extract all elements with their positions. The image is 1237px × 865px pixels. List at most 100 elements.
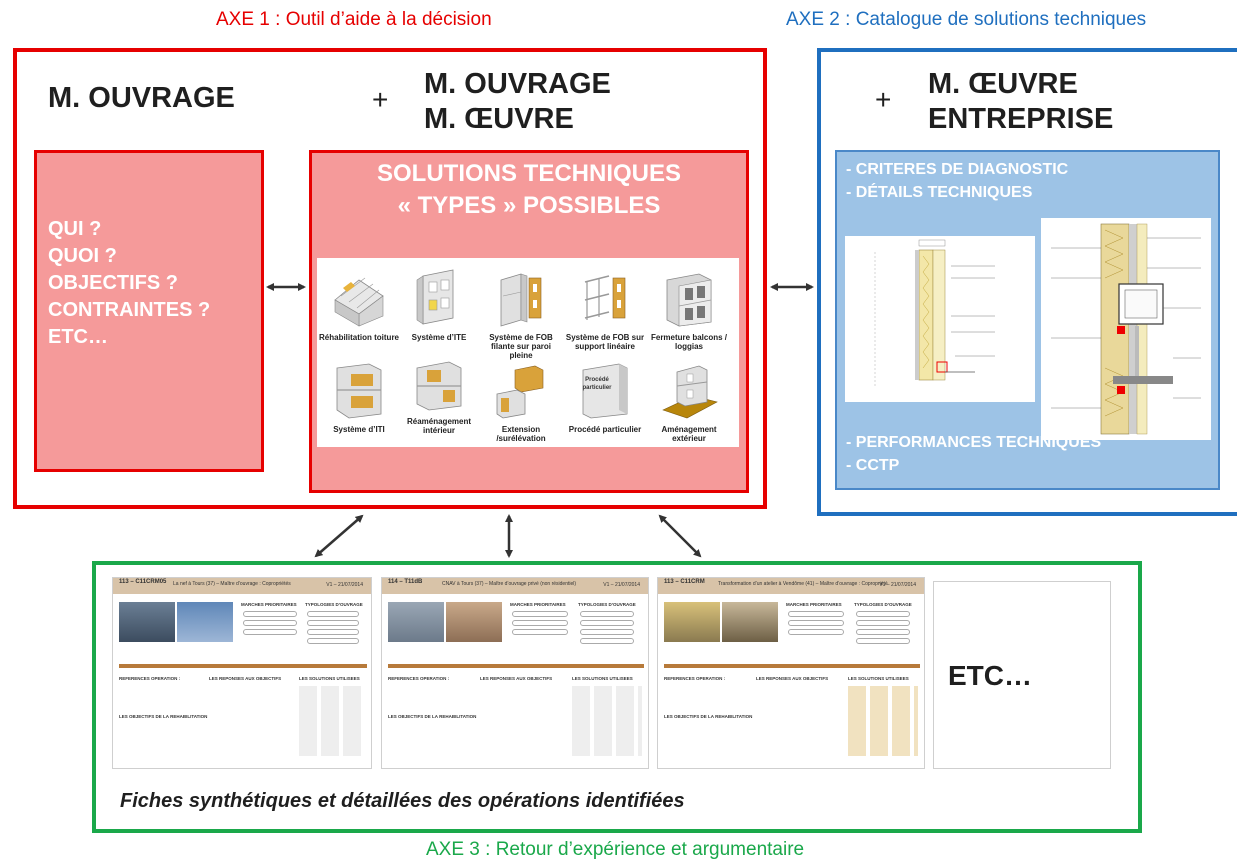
sheet-pill — [243, 611, 297, 617]
internal-insulation-icon — [336, 363, 382, 419]
solution-type-label: Réhabilitation toiture — [319, 333, 399, 342]
questions-box — [34, 150, 264, 472]
sheet-label-reponses: LES REPONSES AUX OBJECTIFS — [480, 676, 553, 681]
sheet-photo — [177, 602, 233, 642]
technical-items-bottom: - PERFORMANCES TECHNIQUES - CCTP — [846, 431, 1101, 477]
sheet-pill — [307, 620, 359, 626]
item-diagnostic-criteria: - CRITERES DE DIAGNOSTIC — [846, 161, 1069, 178]
sheet-label-objectifs: LES OBJECTIFS DE LA REHABILITATION — [388, 714, 477, 719]
more-sheets-label: ETC… — [948, 660, 1032, 691]
sheet-pill — [788, 629, 844, 635]
axe2-heading-company: ENTREPRISE — [928, 103, 1114, 135]
solution-type-label: Fermeture balcons / loggias — [650, 333, 728, 351]
item-technical-performance: - PERFORMANCES TECHNIQUES — [846, 434, 1102, 451]
solution-type-label: Extension /surélévation — [496, 425, 546, 443]
sheet-pill — [512, 611, 568, 617]
sheet-label-typologies: TYPOLOGIES D’OUVRAGE — [854, 602, 912, 607]
solution-type-roof[interactable]: Réhabilitation toiture — [319, 266, 399, 342]
sheet-pill — [580, 611, 634, 617]
solution-type-balcony[interactable]: Fermeture balcons / loggias — [649, 266, 729, 351]
sheet-photo — [446, 602, 502, 642]
axe1-heading-owner: M. OUVRAGE — [48, 82, 235, 114]
sheet-title: CNAV à Tours (37) – Maître d’ouvrage pri… — [442, 581, 577, 587]
axe3-frame — [92, 561, 1142, 833]
sheet-pill — [307, 611, 359, 617]
sheet-label-solutions: LES SOLUTIONS UTILISEES — [848, 676, 909, 681]
sheet-timeline — [388, 664, 644, 668]
sheet-pill — [788, 611, 844, 617]
sheet-pill — [243, 629, 297, 635]
axe1-frame — [13, 48, 767, 509]
question-who: QUI ? — [48, 218, 102, 240]
axe1-plus: + — [372, 84, 389, 115]
sheet-pill — [580, 629, 634, 635]
sheet-pill — [856, 611, 910, 617]
operation-sheet-2[interactable]: 114 – T11dB CNAV à Tours (37) – Maître d… — [381, 577, 649, 769]
solution-type-label: Système d’ITE — [411, 333, 467, 342]
fob-wall-icon — [500, 273, 542, 327]
solution-type-extension[interactable]: Extension /surélévation — [481, 358, 561, 443]
axe3-caption: Fiches synthétiques et détaillées des op… — [120, 790, 685, 812]
solution-type-fob-wall[interactable]: Système de FOB filante sur paroi pleine — [481, 266, 561, 360]
sheet-pill — [307, 629, 359, 635]
interior-icon — [416, 361, 462, 411]
solutions-title-2: « TYPES » POSSIBLES — [397, 192, 661, 219]
sheet-pill — [580, 638, 634, 644]
axe3-label: AXE 3 : Retour d’expérience et argumenta… — [426, 839, 805, 860]
special-process-badge: Procédé particulier — [582, 377, 612, 391]
sheet-pill — [512, 620, 568, 626]
questions-list: QUI ? QUOI ? OBJECTIFS ? CONTRAINTES ? E… — [48, 216, 210, 351]
sheet-label-references: REFERENCES OPERATION : — [664, 676, 726, 681]
question-what: QUOI ? — [48, 245, 117, 267]
operation-sheet-3[interactable]: 113 – C11CRM Transformation d’un atelier… — [657, 577, 925, 769]
solution-type-special[interactable]: Procédé particulier Procédé particulier — [565, 358, 645, 434]
sheet-label-solutions: LES SOLUTIONS UTILISEES — [572, 676, 633, 681]
solution-type-iti[interactable]: Système d’ITI — [319, 358, 399, 434]
axe2-frame — [817, 48, 1237, 516]
arrow-axe1-axe3-right — [658, 514, 702, 558]
solution-type-label: Système de FOB sur support linéaire — [565, 333, 645, 351]
sheet-header — [382, 578, 648, 594]
solution-type-label: Système de FOB filante sur paroi pleine — [489, 333, 553, 360]
sheet-photo — [119, 602, 175, 642]
sheet-label-typologies: TYPOLOGIES D’OUVRAGE — [305, 602, 363, 607]
sheet-pill — [856, 629, 910, 635]
technical-items-top: - CRITERES DE DIAGNOSTIC - DÉTAILS TECHN… — [846, 158, 1068, 204]
item-technical-details: - DÉTAILS TECHNIQUES — [846, 184, 1033, 201]
solution-type-interior[interactable]: Réaménagement intérieur — [399, 358, 479, 435]
sheet-label-reponses: LES REPONSES AUX OBJECTIFS — [756, 676, 829, 681]
solutions-title-1: SOLUTIONS TECHNIQUES — [376, 160, 682, 187]
sheet-timeline — [119, 664, 367, 668]
sheet-label-references: REFERENCES OPERATION : — [119, 676, 181, 681]
solution-type-outdoor[interactable]: Aménagement extérieur — [649, 358, 729, 443]
solution-type-label: Procédé particulier — [568, 425, 642, 434]
more-sheets-box — [933, 581, 1111, 769]
sheet-version: V1 – 21/07/2014 — [603, 582, 640, 588]
sheet-pill — [856, 620, 910, 626]
technical-drawing-wall — [845, 236, 1035, 402]
sheet-pill — [856, 638, 910, 644]
sheet-photo — [388, 602, 444, 642]
sheet-version: V1 – 21/07/2014 — [879, 582, 916, 588]
solution-type-fob-frame[interactable]: Système de FOB sur support linéaire — [565, 266, 645, 351]
wall-section-drawing — [874, 239, 995, 386]
sheet-label-marches: MARCHES PRIORITAIRES — [786, 602, 842, 607]
sheet-label-solutions: LES SOLUTIONS UTILISEES — [299, 676, 360, 681]
sheet-id: 113 – C11CRM05 — [119, 579, 167, 585]
solution-type-label: Système d’ITI — [333, 425, 385, 434]
sheet-title: Transformation d’un atelier à Vendôme (4… — [718, 581, 888, 587]
item-cctp: - CCTP — [846, 457, 900, 474]
sheet-id: 113 – C11CRM — [664, 579, 705, 585]
sheet-solution-thumbs — [848, 686, 918, 756]
sheet-pill — [243, 620, 297, 626]
operation-sheet-1[interactable]: 113 – C11CRM05 La nef à Tours (37) – Maî… — [112, 577, 372, 769]
sheet-solution-thumbs — [299, 686, 365, 756]
sheet-header — [113, 578, 371, 594]
question-objectives: OBJECTIFS ? — [48, 272, 179, 294]
axe2-label: AXE 2 : Catalogue de solutions technique… — [786, 9, 1147, 30]
axe1-heading-owner-2: M. OUVRAGE — [424, 68, 611, 100]
solution-type-ite[interactable]: Système d’ITE — [399, 266, 479, 342]
sheet-photo — [722, 602, 778, 642]
sheet-label-references: REFERENCES OPERATION : — [388, 676, 450, 681]
axe2-heading-contractor: M. ŒUVRE — [928, 68, 1078, 100]
